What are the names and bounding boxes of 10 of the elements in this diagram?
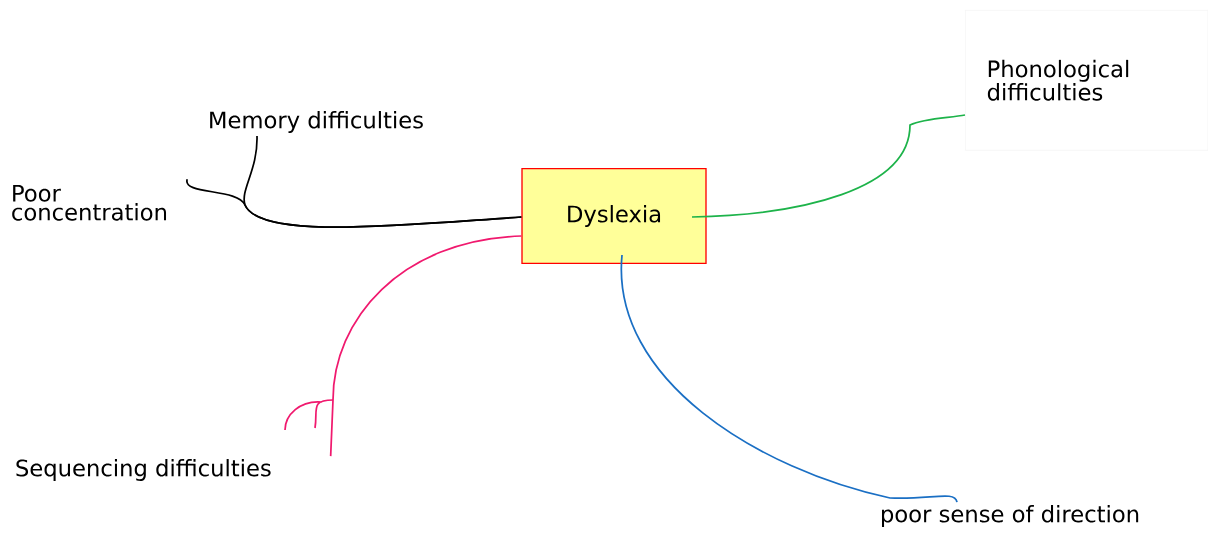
branch-label: poor sense of direction <box>882 505 1139 527</box>
connector-line <box>186 178 523 228</box>
branch-label: Memory difficulties <box>210 111 423 133</box>
center-box: Dyslexia <box>521 168 707 264</box>
text-box: Phonological difficulties <box>965 10 1208 151</box>
connector-line <box>621 254 958 503</box>
connector-line <box>691 114 966 218</box>
connector-line <box>329 235 523 457</box>
branch-label: Poor concentration <box>12 184 166 221</box>
branch-label: Sequencing difficulties <box>16 459 271 481</box>
